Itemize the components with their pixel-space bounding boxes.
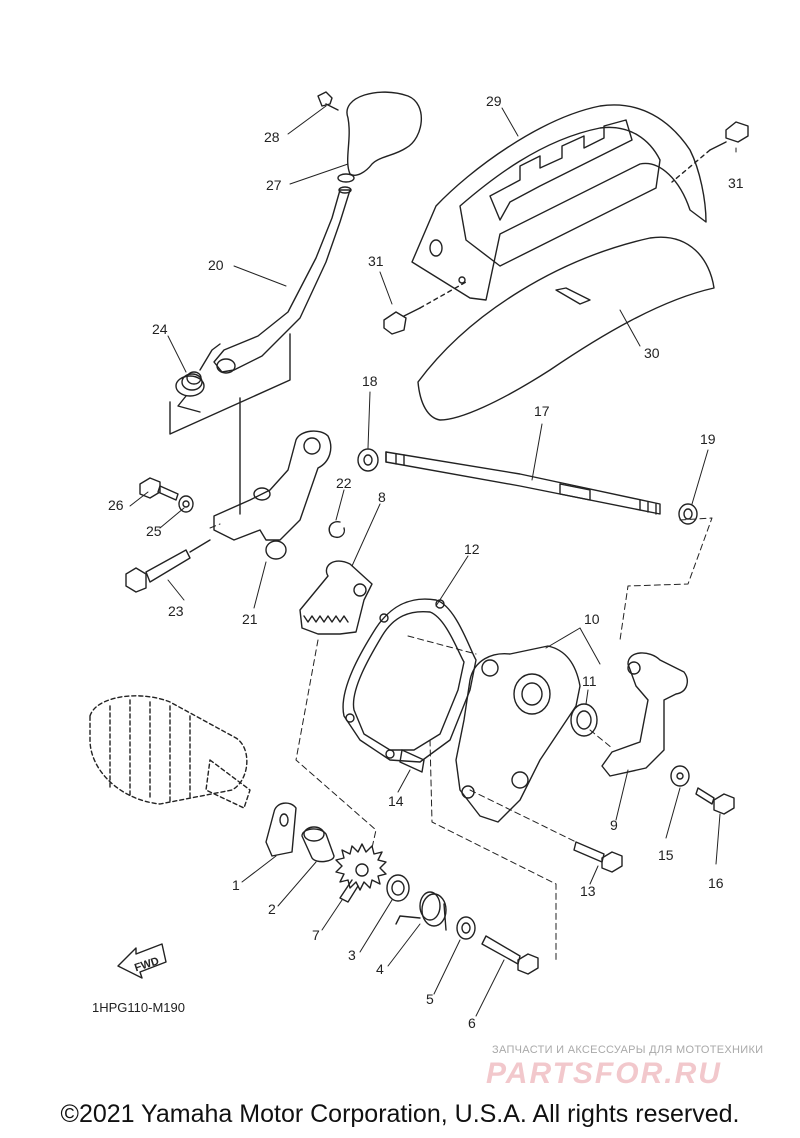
stopper-lever-1 bbox=[265, 802, 297, 857]
dowel-pin-14 bbox=[399, 749, 425, 773]
washer-3 bbox=[386, 874, 410, 902]
shift-knob-bolt-28 bbox=[317, 91, 339, 111]
leader-lines bbox=[129, 105, 737, 1017]
callout-3: 3 bbox=[348, 947, 356, 963]
callout-22: 22 bbox=[336, 475, 352, 491]
collar-2 bbox=[301, 826, 335, 863]
shift-drum bbox=[89, 695, 251, 809]
callout-30: 30 bbox=[644, 345, 660, 361]
callout-labels: 1 2 3 4 5 6 7 8 9 10 11 12 13 14 15 16 1… bbox=[92, 93, 744, 1031]
lever-spring-24 bbox=[175, 343, 221, 413]
copyright-notice: ©2021 Yamaha Motor Corporation, U.S.A. A… bbox=[60, 1100, 740, 1128]
callout-28: 28 bbox=[264, 129, 280, 145]
callout-25: 25 bbox=[146, 523, 162, 539]
shift-lever-9 bbox=[601, 652, 688, 777]
shift-arm-8 bbox=[299, 560, 373, 635]
callout-24: 24 bbox=[152, 321, 168, 337]
shift-gate-cover-29 bbox=[411, 104, 707, 301]
bolt-26 bbox=[139, 477, 179, 501]
cover-bolt-31-left bbox=[383, 281, 467, 335]
callout-15: 15 bbox=[658, 847, 674, 863]
bolt-16 bbox=[695, 787, 735, 815]
washer-5 bbox=[456, 916, 476, 940]
callout-8: 8 bbox=[378, 489, 386, 505]
callout-18: 18 bbox=[362, 373, 378, 389]
callout-5: 5 bbox=[426, 991, 434, 1007]
washer-15 bbox=[670, 765, 690, 787]
callout-23: 23 bbox=[168, 603, 184, 619]
callout-29: 29 bbox=[486, 93, 502, 109]
shift-housing-10 bbox=[455, 645, 581, 823]
callout-2: 2 bbox=[268, 901, 276, 917]
fwd-label: FWD bbox=[133, 955, 161, 974]
callout-6: 6 bbox=[468, 1015, 476, 1031]
callout-14: 14 bbox=[388, 793, 404, 809]
shift-shaft-17 bbox=[385, 451, 661, 515]
diagram-code: 1HPG110-M190 bbox=[92, 1000, 185, 1015]
callout-26: 26 bbox=[108, 497, 124, 513]
segment-gear-7 bbox=[335, 843, 387, 903]
watermark-logo: PARTSFOR.RU bbox=[486, 1057, 722, 1090]
callout-4: 4 bbox=[376, 961, 384, 977]
cover-bolt-31-right bbox=[671, 121, 749, 183]
watermark-tagline: ЗАПЧАСТИ И АКСЕССУАРЫ ДЛЯ МОТОТЕХНИКИ bbox=[492, 1044, 764, 1056]
washer-25 bbox=[178, 495, 194, 513]
callout-11: 11 bbox=[582, 673, 597, 689]
callout-1: 1 bbox=[232, 877, 240, 893]
cover-panel-30 bbox=[417, 236, 715, 421]
callout-31-right: 31 bbox=[728, 175, 744, 191]
oil-seal-11 bbox=[570, 703, 598, 737]
circlip-22 bbox=[328, 521, 346, 538]
callout-10: 10 bbox=[584, 611, 600, 627]
callout-21: 21 bbox=[242, 611, 258, 627]
shift-lever-20 bbox=[213, 186, 352, 374]
callout-7: 7 bbox=[312, 927, 320, 943]
bolt-13 bbox=[573, 841, 623, 873]
callout-16: 16 bbox=[708, 875, 724, 891]
bolt-6 bbox=[481, 935, 539, 975]
callout-19: 19 bbox=[700, 431, 716, 447]
shift-knob-27 bbox=[337, 91, 423, 183]
callout-31-left: 31 bbox=[368, 253, 384, 269]
callout-27: 27 bbox=[266, 177, 282, 193]
callout-20: 20 bbox=[208, 257, 224, 273]
gasket-12 bbox=[342, 598, 477, 763]
callout-17: 17 bbox=[534, 403, 550, 419]
phantom-lines bbox=[209, 517, 713, 961]
callout-13: 13 bbox=[580, 883, 596, 899]
linkage-bolt-23 bbox=[125, 539, 211, 593]
fwd-arrow-icon bbox=[117, 943, 167, 979]
linkage-arm-21 bbox=[213, 430, 332, 560]
callout-12: 12 bbox=[464, 541, 480, 557]
callout-9: 9 bbox=[610, 817, 618, 833]
collar-18 bbox=[357, 448, 379, 472]
collar-19 bbox=[678, 503, 698, 525]
torsion-spring-4 bbox=[395, 891, 447, 931]
